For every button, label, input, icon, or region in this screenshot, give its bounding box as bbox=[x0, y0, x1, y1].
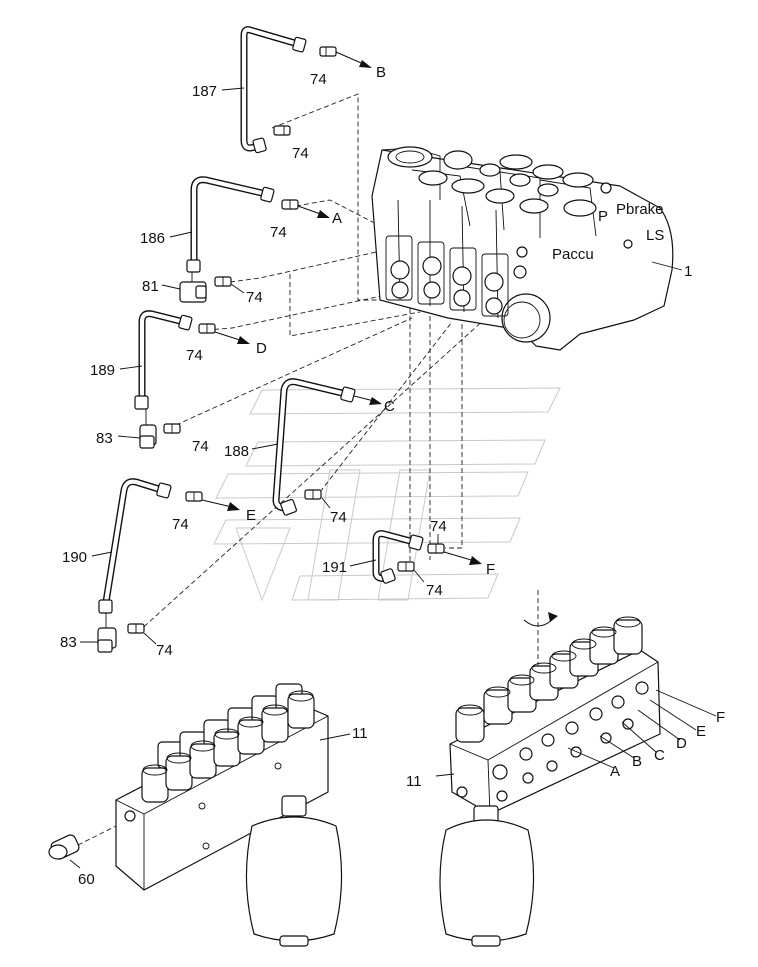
assembly-dash-lines bbox=[77, 93, 487, 846]
port-label-d: D bbox=[676, 735, 687, 752]
label-187: 187 bbox=[192, 83, 217, 100]
port-label-f: F bbox=[716, 709, 725, 726]
label-191: 191 bbox=[322, 559, 347, 576]
elbow-83-upper bbox=[117, 409, 181, 449]
mark-ls: LS bbox=[646, 227, 664, 244]
pipe-188 bbox=[251, 378, 382, 516]
label-190: 190 bbox=[62, 549, 87, 566]
elbow-83-lower bbox=[80, 613, 157, 653]
label-60: 60 bbox=[78, 871, 95, 888]
port-label-e: E bbox=[696, 723, 706, 740]
port-label-c: C bbox=[654, 747, 665, 764]
label-81: 81 bbox=[142, 278, 159, 295]
label-74: 74 bbox=[330, 509, 347, 526]
mark-paccu: Paccu bbox=[552, 246, 594, 263]
label-74: 74 bbox=[246, 289, 263, 306]
port-label-d: D bbox=[256, 340, 267, 357]
label-1: 1 bbox=[684, 263, 692, 280]
pipe-189 bbox=[119, 310, 250, 410]
main-valve-block: P Pbrake Paccu LS bbox=[371, 146, 683, 351]
label-74: 74 bbox=[426, 582, 443, 599]
label-74: 74 bbox=[186, 347, 203, 364]
mark-p: P bbox=[598, 208, 608, 225]
label-11-left: 11 bbox=[352, 725, 368, 742]
port-label-e: E bbox=[246, 507, 256, 524]
manifold-right bbox=[435, 616, 717, 947]
label-74: 74 bbox=[270, 224, 287, 241]
label-83-upper: 83 bbox=[96, 430, 113, 447]
tee-81 bbox=[161, 272, 245, 303]
plug-60 bbox=[48, 834, 81, 869]
watermark bbox=[213, 387, 561, 602]
label-74: 74 bbox=[292, 145, 309, 162]
port-label-a: A bbox=[332, 210, 342, 227]
port-label-b: B bbox=[632, 753, 642, 770]
pipe-190 bbox=[91, 478, 240, 614]
manifold-left bbox=[115, 683, 351, 947]
label-186: 186 bbox=[140, 230, 165, 247]
pipe-186 bbox=[169, 176, 330, 273]
pipe-187 bbox=[221, 26, 372, 154]
label-188: 188 bbox=[224, 443, 249, 460]
label-74: 74 bbox=[430, 518, 447, 535]
label-74: 74 bbox=[192, 438, 209, 455]
port-label-a: A bbox=[610, 763, 620, 780]
port-label-f: F bbox=[486, 561, 495, 578]
label-11-right: 11 bbox=[406, 773, 422, 790]
mark-pbrake: Pbrake bbox=[616, 201, 664, 218]
port-label-c: C bbox=[384, 398, 395, 415]
label-74: 74 bbox=[172, 516, 189, 533]
pipe-191 bbox=[349, 530, 482, 584]
label-74: 74 bbox=[310, 71, 327, 88]
port-label-b: B bbox=[376, 64, 386, 81]
part-labels: 187 186 81 189 83 188 190 83 191 1 11 11… bbox=[60, 64, 725, 888]
label-74: 74 bbox=[156, 642, 173, 659]
label-83-lower: 83 bbox=[60, 634, 77, 651]
label-189: 189 bbox=[90, 362, 115, 379]
rotation-symbol bbox=[523, 590, 558, 668]
